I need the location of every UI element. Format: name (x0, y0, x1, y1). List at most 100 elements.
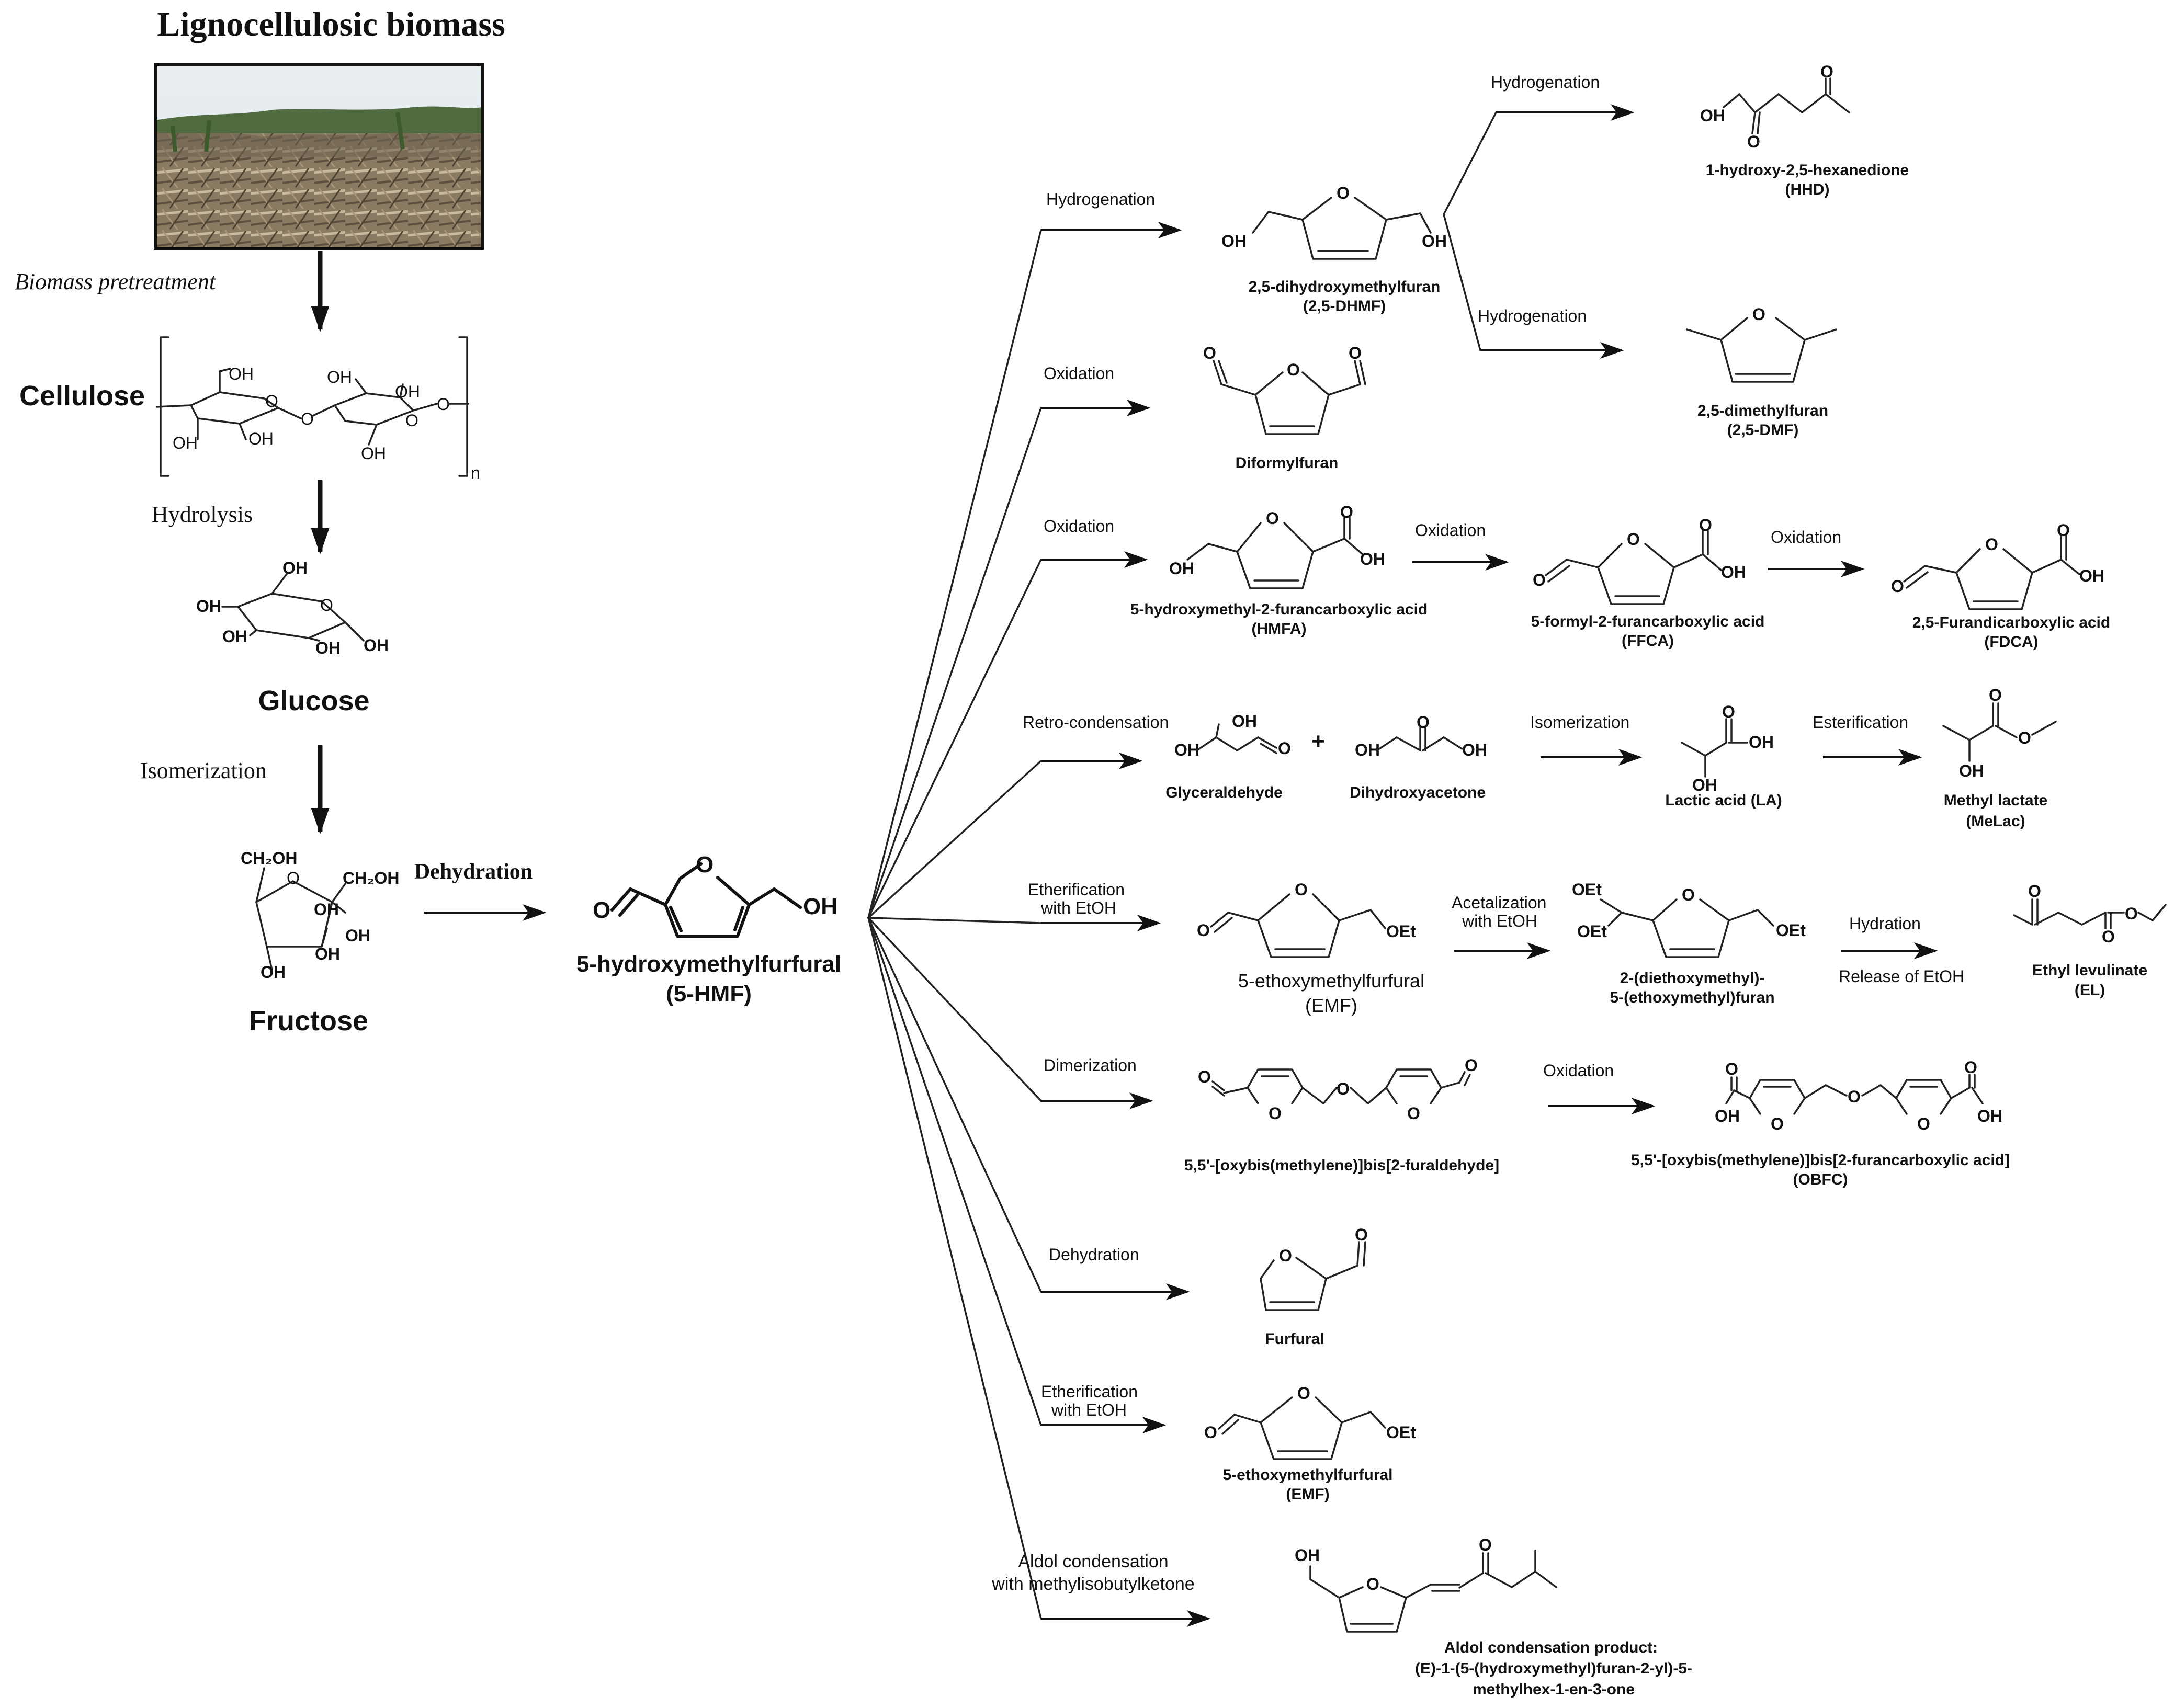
svg-text:O: O (593, 897, 610, 923)
step-oxidation-ffca: Oxidation (1415, 521, 1486, 540)
svg-text:O: O (1278, 739, 1291, 758)
svg-text:OH: OH (314, 900, 339, 919)
dmf-structure: O (1686, 305, 1837, 383)
svg-text:O: O (1266, 509, 1279, 528)
svg-text:O: O (1269, 1104, 1282, 1123)
step-hydrogenation-hhd: Hydrogenation (1491, 73, 1600, 92)
svg-text:O: O (1891, 577, 1904, 596)
step-acetalization-b: with EtOH (1462, 912, 1537, 930)
aldol-name-2: (E)-1-(5-(hydroxymethyl)furan-2-yl)-5- (1415, 1660, 1692, 1677)
svg-text:O: O (1366, 1575, 1379, 1593)
svg-text:O: O (1985, 535, 1998, 554)
step-oxidation-dff: Oxidation (1044, 364, 1114, 383)
svg-text:OH: OH (361, 444, 386, 463)
svg-text:O: O (2028, 882, 2041, 901)
svg-text:O: O (1752, 305, 1765, 324)
ffca-name: 5-formyl-2-furancarboxylic acid (1531, 613, 1765, 630)
lactic-acid-name: Lactic acid (LA) (1665, 792, 1782, 809)
step-hydration: Hydration (1849, 914, 1921, 933)
svg-text:O: O (1917, 1114, 1930, 1133)
glyceraldehyde-structure: OH OH O (1174, 712, 1291, 759)
emf2-structure: O O OEt (1204, 1384, 1416, 1460)
svg-text:OH: OH (173, 434, 198, 452)
methyl-lactate-abbr: (MeLac) (1966, 813, 2025, 830)
fructose-structure: O CH₂OH CH₂OH OH OH OH OH (241, 849, 399, 982)
methyl-lactate-structure: O O OH (1942, 686, 2057, 780)
svg-text:O: O (1198, 1067, 1211, 1086)
svg-text:O: O (265, 392, 278, 411)
obfc-structure: O OH O O O O OH (1715, 1058, 2002, 1133)
svg-text:O: O (1297, 1384, 1310, 1403)
glyceraldehyde-name: Glyceraldehyde (1165, 784, 1282, 801)
svg-text:O: O (1204, 1423, 1217, 1442)
svg-text:OH: OH (1700, 106, 1725, 125)
hhd-abbr: (HHD) (1785, 181, 1830, 198)
ethyl-levulinate-structure: O O O (2013, 882, 2167, 946)
svg-text:O: O (1771, 1114, 1784, 1133)
svg-text:O: O (2125, 904, 2138, 923)
biomass-title: Lignocellulosic biomass (157, 5, 505, 43)
svg-text:O: O (1820, 62, 1833, 81)
dmf-name: 2,5-dimethylfuran (1697, 402, 1828, 419)
svg-text:O: O (1337, 1079, 1350, 1098)
svg-text:OH: OH (196, 597, 221, 616)
dihydroxyacetone-name: Dihydroxyacetone (1350, 784, 1486, 801)
aldol-product-structure: OH O O (1295, 1535, 1557, 1633)
methyl-lactate-name: Methyl lactate (1944, 792, 2047, 809)
svg-text:OH: OH (1692, 776, 1717, 794)
dhmf-abbr: (2,5-DHMF) (1303, 298, 1386, 315)
svg-text:O: O (1627, 530, 1640, 549)
glucose-label: Glucose (258, 685, 369, 716)
emf2-abbr: (EMF) (1286, 1486, 1329, 1503)
svg-text:OEt: OEt (1386, 922, 1416, 941)
emf-abbr: (EMF) (1305, 995, 1357, 1016)
svg-text:O: O (287, 869, 300, 887)
svg-text:OH: OH (1169, 559, 1194, 578)
ffca-structure: O O O OH (1533, 516, 1746, 605)
svg-text:O: O (1279, 1246, 1292, 1265)
aldol-name-3: methylhex-1-en-3-one (1473, 1681, 1635, 1698)
svg-text:OH: OH (327, 368, 352, 386)
emf2-name: 5-ethoxymethylfurfural (1222, 1466, 1392, 1484)
svg-text:O: O (405, 411, 418, 430)
svg-text:OH: OH (1959, 761, 1984, 780)
svg-text:OH: OH (1721, 563, 1746, 582)
svg-text:O: O (1203, 344, 1216, 362)
hhd-name: 1-hydroxy-2,5-hexanedione (1706, 162, 1909, 179)
hmf-name: 5-hydroxymethylfurfural (576, 951, 841, 977)
step-isomerization-la: Isomerization (1530, 713, 1629, 732)
furfural-name: Furfural (1265, 1330, 1324, 1348)
emf-structure: O O OEt (1197, 880, 1416, 958)
step-release-etoh: Release of EtOH (1839, 967, 1964, 986)
svg-text:OH: OH (261, 963, 286, 982)
step-oxidation-obfc: Oxidation (1543, 1061, 1614, 1080)
acetal-structure: OEt OEt O OEt (1572, 880, 1806, 958)
obfc-name: 5,5'-[oxybis(methylene)]bis[2-furancarbo… (1631, 1152, 2010, 1169)
step-aldol-1: Aldol condensation (1018, 1552, 1168, 1572)
step-etherification-2: Etherification (1041, 1382, 1138, 1401)
dimer-name: 5,5'-[oxybis(methylene)]bis[2-furaldehyd… (1184, 1157, 1499, 1174)
lactic-acid-structure: O OH OH (1681, 702, 1774, 794)
svg-text:O: O (1964, 1058, 1977, 1077)
step-dehydration-furfural: Dehydration (1049, 1245, 1139, 1264)
svg-text:O: O (1533, 571, 1546, 589)
svg-text:OH: OH (1355, 741, 1380, 759)
svg-text:OH: OH (803, 894, 837, 919)
step-esterification: Esterification (1813, 713, 1908, 732)
svg-text:OH: OH (1715, 1107, 1740, 1125)
step-hydrogenation: Hydrogenation (1046, 190, 1155, 209)
svg-text:OH: OH (229, 365, 254, 383)
svg-text:OH: OH (1977, 1107, 2002, 1125)
pretreatment-label: Biomass pretreatment (15, 269, 217, 294)
dmf-abbr: (2,5-DMF) (1727, 422, 1799, 439)
plus-sign: + (1311, 728, 1325, 754)
svg-text:O: O (1989, 686, 2002, 704)
svg-text:O: O (1725, 1060, 1738, 1078)
hmf-structure: O O OH (593, 852, 837, 938)
hhd-structure: OH O O (1700, 62, 1850, 151)
svg-text:OH: OH (1221, 232, 1247, 250)
svg-text:O: O (1417, 713, 1430, 732)
svg-text:OH: OH (345, 926, 370, 945)
svg-text:O: O (1848, 1087, 1861, 1106)
